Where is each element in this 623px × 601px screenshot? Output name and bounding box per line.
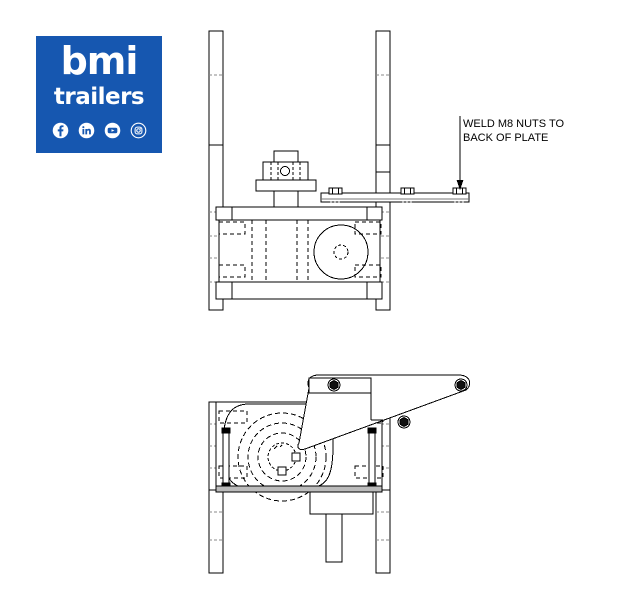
- weld-note-leader-line: [456, 116, 464, 190]
- winch-drum-circle: [313, 224, 369, 280]
- bracket-hex-bolt-2: [454, 378, 468, 392]
- facebook-icon[interactable]: [52, 122, 69, 139]
- front-left-hidden-slots: [218, 410, 248, 479]
- front-elevation-view: [208, 374, 471, 574]
- welded-m8-nut-1: [328, 187, 343, 203]
- left-hidden-pockets: [218, 221, 246, 278]
- side-elevation-view: [208, 30, 470, 311]
- logo-wordmark-trailers: trailers: [53, 84, 145, 110]
- bmi-trailers-logo: bmi trailers: [36, 36, 162, 153]
- lower-center-stem: [309, 491, 374, 563]
- drum-hidden-circles: [237, 412, 327, 502]
- body-top-flange: [215, 206, 383, 221]
- triangular-bracket-arm: [297, 374, 471, 450]
- youtube-icon[interactable]: [104, 122, 121, 139]
- front-right-inner-strip: [367, 427, 377, 489]
- linkedin-icon[interactable]: [78, 122, 95, 139]
- body-bottom-flange: [215, 281, 383, 300]
- logo-wordmark-bmi: bmi: [60, 39, 139, 83]
- welded-m8-nut-2: [400, 187, 415, 203]
- front-left-inner-strip: [221, 427, 231, 489]
- bracket-hex-bolt-3: [397, 415, 411, 429]
- front-lower-flange: [215, 485, 383, 493]
- keyed-hub: [267, 442, 301, 476]
- social-icon-row: [36, 122, 162, 139]
- bracket-hex-bolt-1: [327, 378, 341, 392]
- weld-note-text: WELD M8 NUTS TO BACK OF PLATE: [463, 118, 565, 144]
- top-post-fitting: [255, 150, 317, 208]
- instagram-icon[interactable]: [130, 122, 147, 139]
- nut-mounting-plate: [320, 192, 470, 203]
- right-hidden-pockets: [354, 221, 382, 278]
